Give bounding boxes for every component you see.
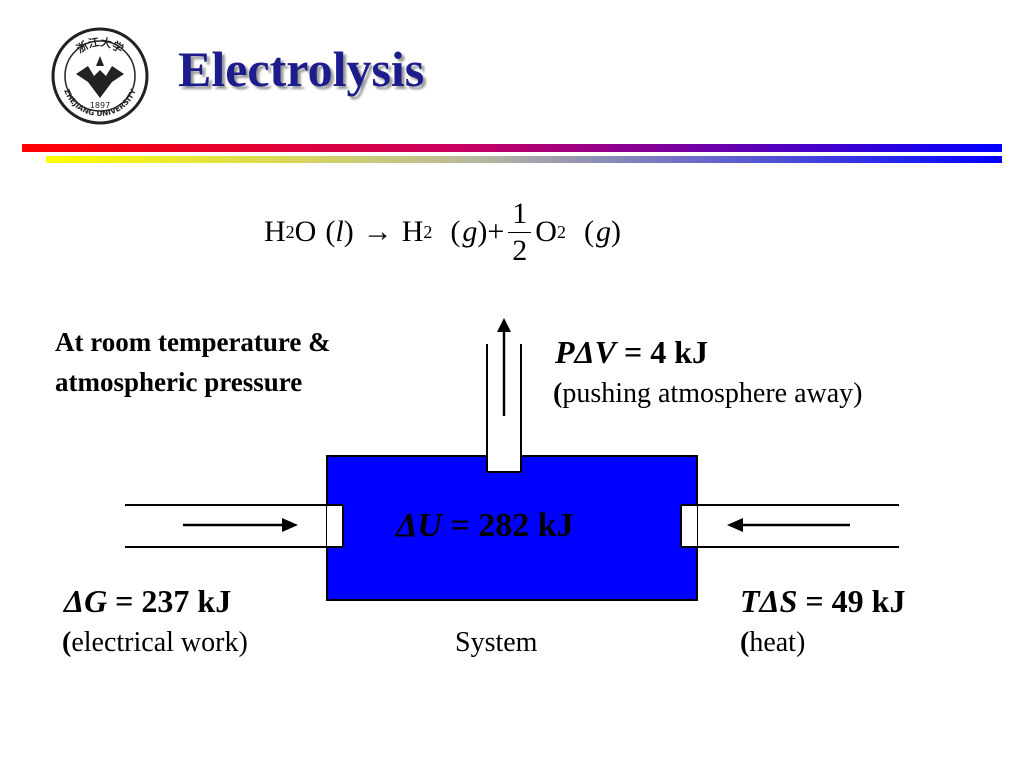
eq-product1: H: [401, 215, 424, 248]
eq-product2-phase: g: [595, 215, 611, 248]
pv-value: = 4 kJ: [615, 334, 708, 370]
eq-reactant-h: H: [264, 215, 286, 248]
conditions-text: At room temperature & atmospheric pressu…: [55, 322, 425, 402]
ts-delta: Δ: [759, 583, 780, 619]
pv-paren: (: [553, 378, 563, 409]
heat-label: TΔS = 49 kJ: [740, 585, 905, 617]
right-inlet-flow-arrow: [727, 518, 850, 532]
left-inlet-flow-arrow: [183, 518, 298, 532]
pv-symbol-v: V: [594, 334, 616, 370]
eq-plus: +: [487, 215, 505, 248]
ts-paren: (: [740, 627, 750, 658]
eq-frac-denominator: 2: [512, 233, 528, 267]
eq-reactant-phase: l: [335, 215, 344, 248]
pressure-volume-work-description: (pushing atmosphere away): [553, 380, 862, 408]
gibbs-energy-description: (electrical work): [62, 629, 248, 657]
conditions-line-2: atmospheric pressure: [55, 367, 303, 397]
eq-frac-numerator: 1: [508, 198, 532, 233]
header-divider-bar-bottom: [46, 156, 1002, 163]
top-chimney-pipe: [486, 344, 522, 473]
page-title: Electrolysis: [178, 41, 425, 97]
heat-description: (heat): [740, 629, 805, 657]
eq-arrow: →: [362, 215, 393, 248]
eq-product1-phase: g: [462, 215, 478, 248]
system-box: [326, 455, 698, 601]
ts-symbol-t: T: [740, 583, 760, 619]
system-label: System: [455, 627, 538, 658]
pv-desc: pushing atmosphere away): [562, 378, 863, 409]
eq-product2-sub: 2: [556, 221, 566, 242]
gibbs-energy-label: ΔG = 237 kJ: [64, 585, 231, 617]
du-value: = 282 kJ: [441, 507, 574, 544]
right-inlet-pipe: [680, 504, 899, 548]
ts-value: = 49 kJ: [797, 583, 906, 619]
header-divider-bar-top: [22, 144, 1002, 152]
ts-symbol-s: S: [779, 583, 798, 619]
conditions-line-1: At room temperature &: [55, 327, 331, 357]
eq-coefficient-fraction: 1 2: [508, 198, 532, 267]
pv-delta: Δ: [574, 334, 595, 370]
left-inlet-pipe: [125, 504, 344, 548]
dg-delta: Δ: [64, 583, 85, 619]
eq-reactant-sub: 2: [285, 221, 295, 242]
eq-product2: O: [535, 215, 557, 248]
eq-product1-sub: 2: [423, 221, 433, 242]
eq-reactant-o: O: [294, 215, 317, 248]
top-chimney-flow-arrow: [497, 318, 511, 416]
dg-paren: (: [62, 627, 72, 658]
zhejiang-university-seal-icon: 浙江大学 1897 ZHEJIANG UNIVERSITY: [51, 27, 149, 125]
pv-symbol-p: P: [555, 334, 575, 370]
dg-desc: electrical work): [71, 627, 248, 658]
pressure-volume-work-label: PΔV = 4 kJ: [555, 336, 708, 368]
dg-value: = 237 kJ: [107, 583, 232, 619]
logo-year: 1897: [90, 101, 110, 110]
internal-energy-label: ΔU = 282 kJ: [396, 509, 574, 543]
du-symbol: U: [417, 507, 442, 544]
dg-symbol: G: [84, 583, 108, 619]
ts-desc: heat): [749, 627, 806, 658]
du-delta: Δ: [396, 507, 418, 544]
